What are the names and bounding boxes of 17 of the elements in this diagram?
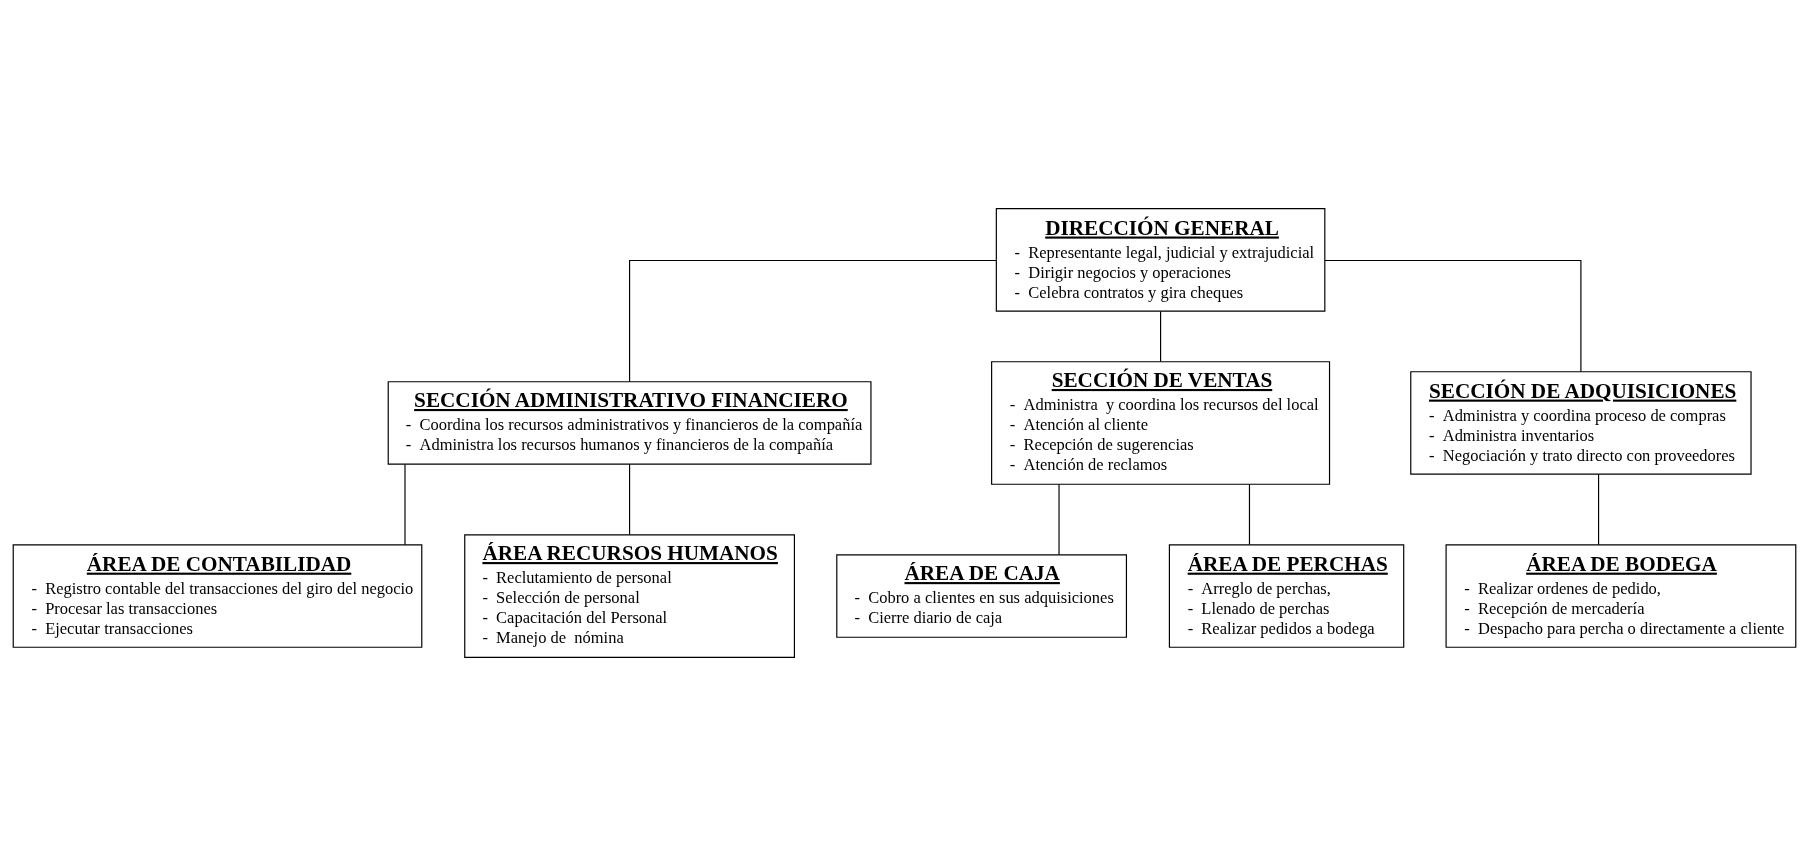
node-box: ÁREA RECURSOS HUMANOS - Reclutamiento de personal - Selección de personal - Capacitación del Personal - Manejo de nómina xyxy=(464,533,795,658)
node-box: ÁREA DE CAJA - Cobro a clientes en sus adquisiciones - Cierre diario de caja xyxy=(836,553,1128,638)
connector xyxy=(1324,259,1582,372)
connector xyxy=(404,463,406,545)
node-box: SECCIÓN ADMINISTRATIVO FINANCIERO - Coordina los recursos administrativos y financieros de la compañía - Administra los recursos humanos y financieros de la compañía xyxy=(387,380,872,465)
connector xyxy=(1597,473,1600,545)
node-box: DIRECCIÓN GENERAL - Representante legal, judicial y extrajudicial - Dirigir negocios y operaciones - Celebra contratos y gira cheques xyxy=(995,207,1326,312)
connector xyxy=(1058,483,1060,555)
connector xyxy=(1248,483,1251,545)
node-box: ÁREA DE CONTABILIDAD - Registro contable del transacciones del giro del negocio - Procesar las transacciones - Ejecutar transacciones xyxy=(12,543,423,648)
connector xyxy=(629,463,631,535)
node-box: SECCIÓN DE VENTAS - Administra y coordina los recursos del local - Atención al cliente - Recepción de sugerencias - Atención de reclamos xyxy=(991,360,1331,485)
node-box: SECCIÓN DE ADQUISICIONES - Administra y coordina proceso de compras - Administra inventarios - Negociación y trato directo con proveedores xyxy=(1410,370,1752,475)
connector xyxy=(1160,310,1162,362)
node-box: ÁREA DE BODEGA - Realizar ordenes de pedido, - Recepción de mercadería - Despacho para percha o directamente a cliente xyxy=(1445,543,1797,648)
node-box: ÁREA DE PERCHAS - Arreglo de perchas, - Llenado de perchas - Realizar pedidos a bodega xyxy=(1168,543,1405,648)
connector xyxy=(629,259,997,382)
